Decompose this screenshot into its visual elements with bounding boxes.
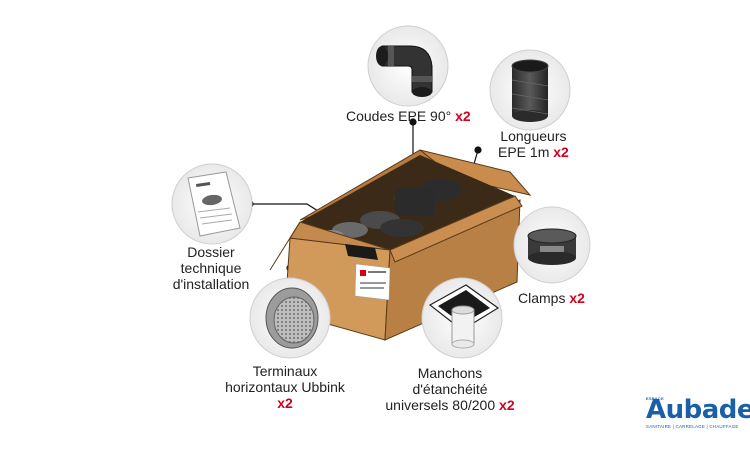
longueurs-circle (489, 49, 571, 131)
dossier-line1: Dossier (187, 244, 235, 260)
longueurs-line1: Longueurs (500, 128, 567, 144)
logo-brand: Aubade (646, 395, 750, 425)
manchons-line1: Manchons (417, 365, 483, 381)
cardboard-box (269, 149, 532, 341)
manchons-circle (421, 277, 503, 359)
pipe-icon (511, 59, 549, 122)
clamps-text: Clamps (518, 290, 566, 306)
box-label (354, 263, 391, 301)
terminal-grille-icon (265, 287, 319, 349)
terminaux-qty: x2 (277, 395, 293, 411)
coudes-qty: x2 (455, 108, 471, 124)
label-terminaux: Terminaux horizontaux Ubbink x2 (212, 363, 358, 411)
label-dossier: Dossier technique d'installation (160, 244, 262, 292)
label-manchons: Manchons d'étanchéité universels 80/200 … (362, 365, 538, 413)
terminaux-circle (249, 277, 331, 359)
dossier-line2: technique (180, 260, 242, 276)
sleeve-icon (428, 284, 500, 349)
document-icon (187, 171, 241, 237)
coudes-text: Coudes EPE 90° (346, 108, 452, 124)
dossier-circle (171, 163, 253, 245)
terminaux-line1: Terminaux (252, 363, 318, 379)
label-clamps: Clamps x2 (518, 290, 585, 306)
coudes-circle (367, 25, 449, 107)
longueurs-qty: x2 (553, 144, 569, 160)
manchons-line2: d'étanchéité (412, 381, 488, 397)
clamp-icon (527, 228, 577, 265)
logo-tagline: SANITAIRE | CARRELAGE | CHAUFFAGE (646, 424, 739, 429)
clamps-circle (513, 206, 591, 284)
logo-prefix: ESPACE (646, 396, 664, 401)
clamps-qty: x2 (569, 290, 585, 306)
dossier-line3: d'installation (172, 276, 250, 292)
aubade-logo: ESPACE Aubade SANITAIRE | CARRELAGE | CH… (646, 396, 750, 430)
manchons-line3: universels 80/200 (385, 397, 496, 413)
manchons-qty: x2 (499, 397, 515, 413)
label-longueurs: Longueurs EPE 1m x2 (498, 128, 569, 160)
terminaux-line2: horizontaux Ubbink (225, 379, 345, 395)
longueurs-line2: EPE 1m (498, 144, 550, 160)
label-coudes: Coudes EPE 90° x2 (346, 108, 471, 124)
elbow-icon (376, 45, 433, 97)
